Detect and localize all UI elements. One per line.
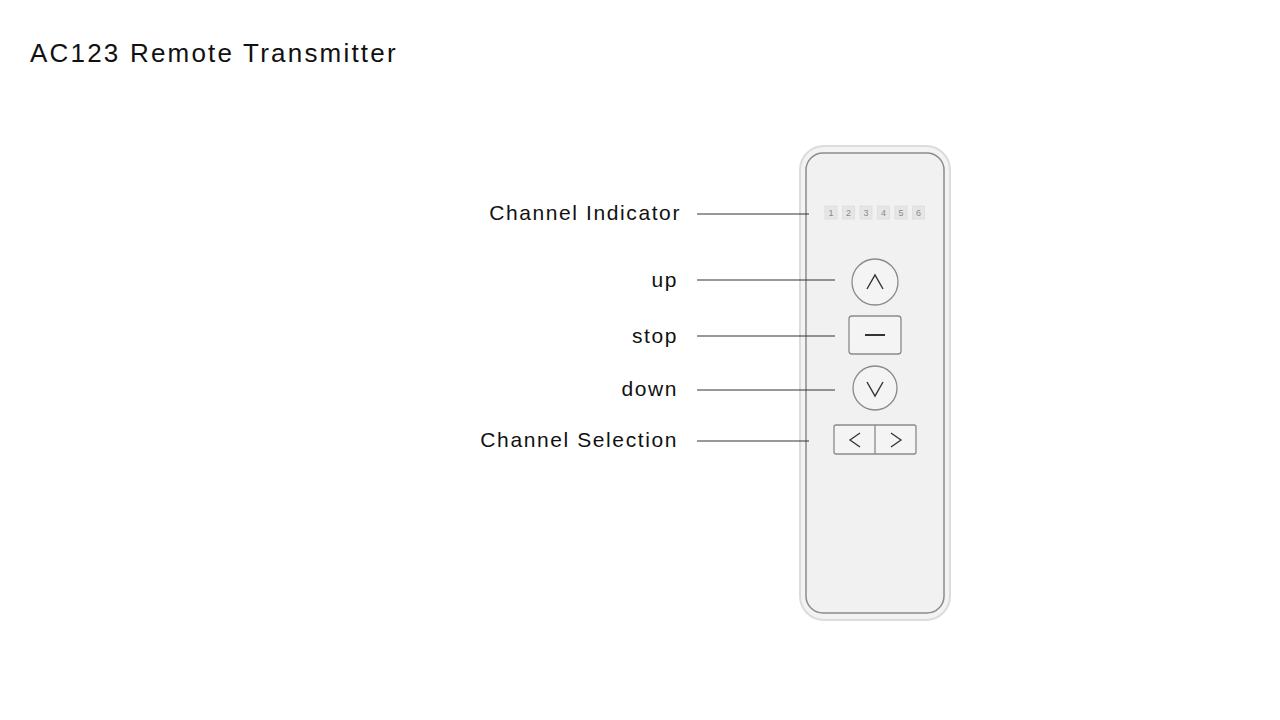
channel-number: 6 bbox=[913, 207, 925, 219]
callout-label: stop bbox=[632, 324, 678, 348]
stop-button bbox=[849, 316, 901, 354]
callout-label: up bbox=[651, 268, 678, 292]
diagram-title: AC123 Remote Transmitter bbox=[30, 38, 398, 69]
channel-box bbox=[878, 206, 890, 219]
callout-label: Channel Indicator bbox=[489, 201, 681, 225]
channel-number: 3 bbox=[860, 207, 872, 219]
channel-number: 4 bbox=[878, 207, 890, 219]
channel-box bbox=[913, 206, 925, 219]
channel-box bbox=[895, 206, 907, 219]
channel-number: 5 bbox=[895, 207, 907, 219]
channel-number: 1 bbox=[825, 207, 837, 219]
channel-selection-buttons bbox=[834, 425, 916, 454]
channel-box bbox=[825, 206, 837, 219]
channel-indicator-boxes bbox=[825, 206, 925, 219]
remote-body bbox=[800, 146, 950, 620]
channel-box bbox=[843, 206, 855, 219]
up-button bbox=[852, 259, 898, 305]
down-button bbox=[853, 366, 897, 410]
channel-number: 2 bbox=[843, 207, 855, 219]
callout-label: Channel Selection bbox=[480, 428, 678, 452]
leader-lines bbox=[697, 214, 835, 441]
callout-label: down bbox=[621, 377, 678, 401]
channel-box bbox=[860, 206, 872, 219]
